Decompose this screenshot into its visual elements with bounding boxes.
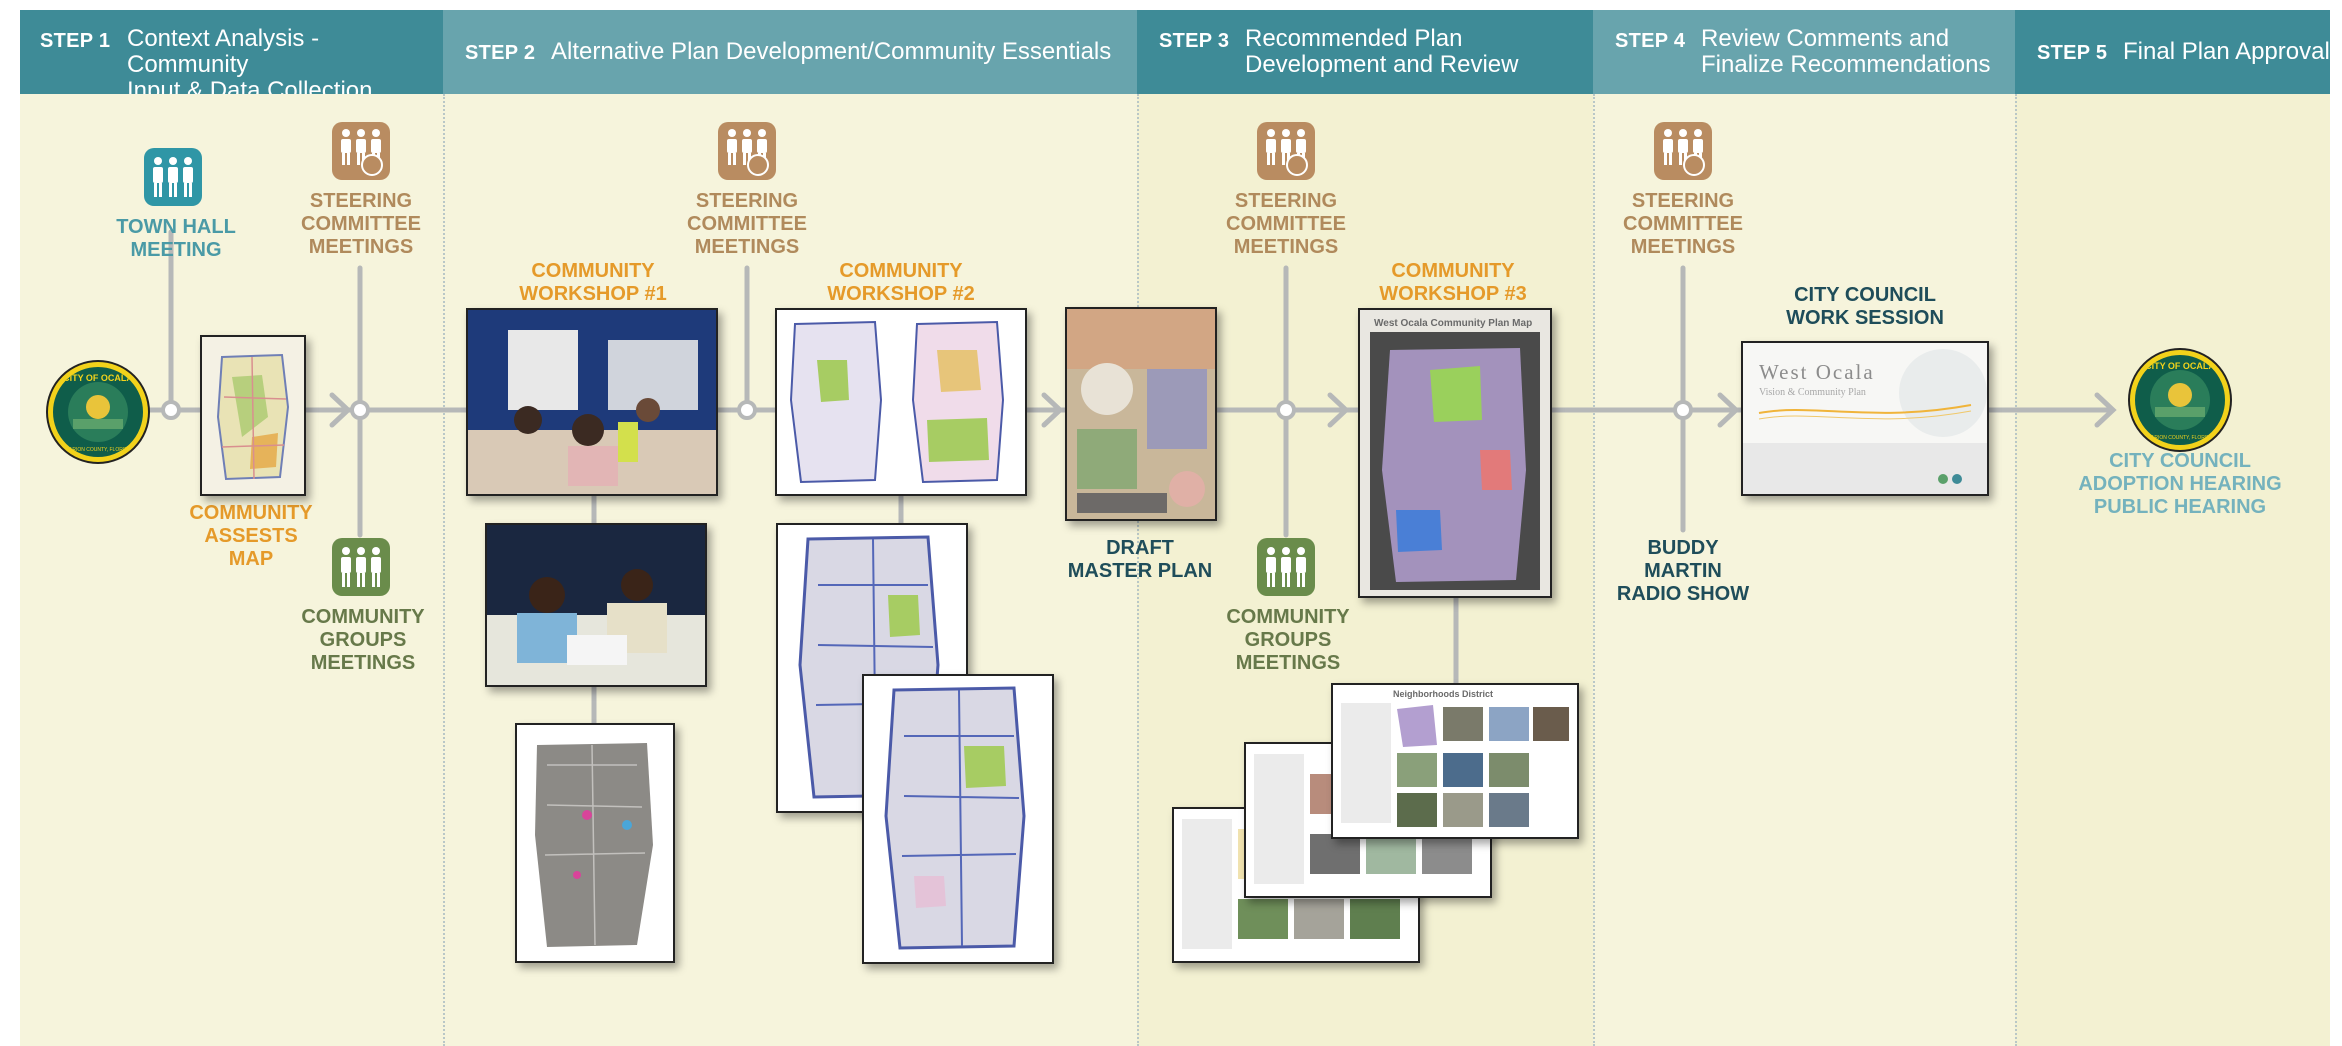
draft-master-plan-label: DRAFT MASTER PLAN <box>1067 537 1213 582</box>
seal-bottom-text: MARION COUNTY, FLORIDA <box>2147 435 2214 441</box>
step-5-panel <box>2015 94 2330 1046</box>
step-2-header: STEP 2 Alternative Plan Development/Comm… <box>443 10 1137 94</box>
city-council-adoption-label: CITY COUNCIL ADOPTION HEARING PUBLIC HEA… <box>2078 450 2282 518</box>
step-3-number: STEP 3 <box>1159 30 1230 52</box>
community-assets-map-label: COMMUNITY ASSESTS MAP <box>189 502 313 570</box>
step-5-header: STEP 5 Final Plan Approval <box>2015 10 2330 94</box>
step-2-number: STEP 2 <box>465 42 536 64</box>
steering-label-1: STEERING COMMITTEE MEETINGS <box>301 190 421 258</box>
draft-master-plan-poster <box>1065 307 1217 521</box>
buddy-martin-label: BUDDY MARTIN RADIO SHOW <box>1616 537 1750 605</box>
steering-label-3: STEERING COMMITTEE MEETINGS <box>1226 190 1346 258</box>
workshop-2-maps <box>775 308 1027 496</box>
step-5-number: STEP 5 <box>2037 42 2108 64</box>
workshop-2-map-b <box>862 674 1054 964</box>
divider-4 <box>2015 94 2017 1046</box>
city-seal-start: CITY OF OCALA MARION COUNTY, FLORIDA <box>48 362 148 462</box>
steering-committee-icon-2 <box>718 122 776 180</box>
step-4-title: Review Comments and Finalize Recommendat… <box>1701 25 1991 78</box>
divider-2 <box>1137 94 1139 1046</box>
community-groups-label-1: COMMUNITY GROUPS MEETINGS <box>301 606 425 674</box>
step-4-header: STEP 4 Review Comments and Finalize Reco… <box>1593 10 2015 94</box>
seal-top-text: CITY OF OCALA <box>2145 361 2215 371</box>
workshop-3-label: COMMUNITY WORKSHOP #3 <box>1379 260 1527 305</box>
plan-map-title: West Ocala Community Plan Map <box>1374 318 1532 329</box>
step-1-number: STEP 1 <box>40 30 111 52</box>
steering-committee-icon-4 <box>1654 122 1712 180</box>
step-4-number: STEP 4 <box>1615 30 1686 52</box>
city-seal-end: CITY OF OCALA MARION COUNTY, FLORIDA <box>2130 350 2230 450</box>
community-groups-label-2: COMMUNITY GROUPS MEETINGS <box>1226 606 1350 674</box>
step-3-title: Recommended Plan Development and Review <box>1245 25 1519 78</box>
workshop-1-map <box>515 723 675 963</box>
divider-3 <box>1593 94 1595 1046</box>
steering-committee-icon-3 <box>1257 122 1315 180</box>
step-5-title: Final Plan Approval <box>2123 38 2330 65</box>
workshop-1-label: COMMUNITY WORKSHOP #1 <box>519 260 667 305</box>
step-3-header: STEP 3 Recommended Plan Development and … <box>1137 10 1593 94</box>
community-groups-icon-1 <box>332 538 390 596</box>
divider-1 <box>443 94 445 1046</box>
neighborhoods-title: Neighborhoods District <box>1393 689 1493 699</box>
steering-label-2: STEERING COMMITTEE MEETINGS <box>687 190 807 258</box>
community-groups-icon-2 <box>1257 538 1315 596</box>
vision-plan-subtitle: Vision & Community Plan <box>1759 387 1866 398</box>
workshop-1-photo <box>466 308 718 496</box>
city-council-work-session-label: CITY COUNCIL WORK SESSION <box>1786 284 1944 329</box>
district-brochure-3: Neighborhoods District <box>1331 683 1579 839</box>
workshop-1-photo-2 <box>485 523 707 687</box>
step-4-panel <box>1593 94 2015 1046</box>
steering-committee-icon-1 <box>332 122 390 180</box>
steering-label-4: STEERING COMMITTEE MEETINGS <box>1623 190 1743 258</box>
seal-top-text: CITY OF OCALA <box>63 373 133 383</box>
community-assets-map-thumbnail <box>200 335 306 496</box>
west-ocala-plan-cover: West Ocala Vision & Community Plan <box>1741 341 1989 496</box>
step-2-title: Alternative Plan Development/Community E… <box>551 38 1112 65</box>
town-hall-label: TOWN HALL MEETING <box>116 216 236 261</box>
step-5-column: STEP 5 Final Plan Approval <box>2015 10 2330 1046</box>
workshop-3-plan-map: West Ocala Community Plan Map <box>1358 308 1552 598</box>
town-hall-people-icon <box>144 148 202 206</box>
workshop-2-label: COMMUNITY WORKSHOP #2 <box>827 260 975 305</box>
west-ocala-title: West Ocala <box>1759 360 1875 384</box>
seal-bottom-text: MARION COUNTY, FLORIDA <box>65 447 132 453</box>
step-4-column: STEP 4 Review Comments and Finalize Reco… <box>1593 10 2015 1046</box>
